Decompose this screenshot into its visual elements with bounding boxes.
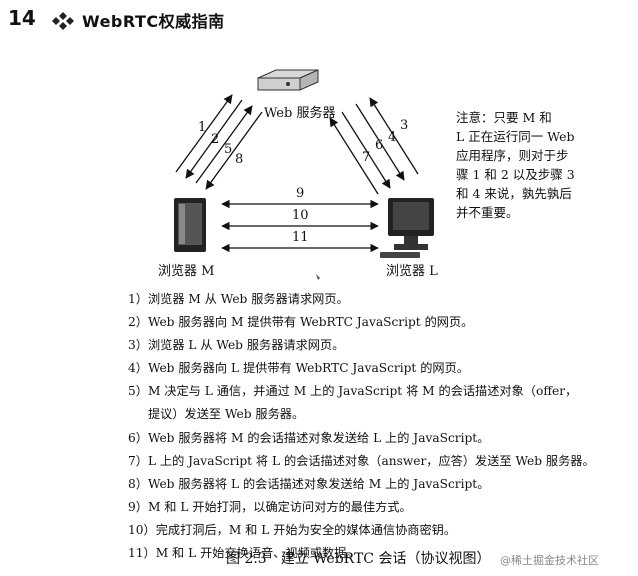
- page-number: 14: [8, 6, 36, 30]
- arrow-number-11: 11: [292, 230, 309, 245]
- note-line: 和 4 来说，孰先孰后: [456, 186, 572, 201]
- watermark: @稀土掘金技术社区: [500, 554, 599, 567]
- figure-caption: 图 2.3 建立 WebRTC 会话（协议视图）: [226, 551, 491, 567]
- side-note: 注意：只要 M 和 L 正在运行同一 Web 应用程序，则对于步 骤 1 和 2…: [456, 108, 631, 222]
- diamond-ornament-icon: [52, 12, 74, 30]
- right-arrow-bundle: [329, 97, 419, 195]
- arrow-number-7: 7: [362, 150, 371, 165]
- step-item: 8）Web 服务器将 L 的会话描述对象发送给 M 上的 JavaScript。: [128, 476, 490, 491]
- step-item: 11）M 和 L 开始交换语音、视频或数据。: [128, 546, 359, 561]
- browser-l-label: 浏览器 L: [386, 264, 438, 279]
- step-item: 3）浏览器 L 从 Web 服务器请求网页。: [128, 338, 345, 353]
- step-item: 5）M 决定与 L 通信，并通过 M 上的 JavaScript 将 M 的会话…: [128, 384, 578, 399]
- arrow-number-3: 3: [400, 118, 409, 133]
- note-line: 注意：只要 M 和: [456, 110, 552, 125]
- browser-m-device-icon: [174, 198, 206, 252]
- arrow-number-2: 2: [211, 132, 220, 147]
- note-line: 并不重要。: [456, 205, 519, 220]
- step-item: 10）完成打洞后，M 和 L 开始为安全的媒体通信协商密钥。: [128, 522, 457, 537]
- step-item: 4）Web 服务器向 L 提供带有 WebRTC JavaScript 的网页。: [128, 361, 469, 376]
- note-line: 应用程序，则对于步: [456, 148, 569, 163]
- middle-arrow-bundle: [221, 199, 379, 253]
- page-header: 14 WebRTC权威指南: [8, 6, 338, 32]
- browser-l-monitor-icon: [380, 198, 434, 258]
- left-arrow-bundle: [175, 94, 263, 190]
- arrow-number-9: 9: [296, 186, 305, 201]
- browser-m-label: 浏览器 M: [158, 264, 215, 279]
- arrow-number-5: 5: [224, 142, 233, 157]
- arrow-number-6: 6: [375, 138, 384, 153]
- step-item: 7）L 上的 JavaScript 将 L 的会话描述对象（answer，应答）…: [128, 453, 595, 468]
- protocol-diagram: Web 服务器 浏览器 M 浏览器 L 1 2 5 8 4 3 6 7 9 10…: [0, 40, 638, 290]
- step-item: 2）Web 服务器向 M 提供带有 WebRTC JavaScript 的网页。: [128, 315, 474, 330]
- arrow-number-4: 4: [388, 130, 397, 145]
- note-line: L 正在运行同一 Web: [456, 129, 575, 144]
- web-server-label: Web 服务器: [264, 106, 336, 121]
- arrow-number-8: 8: [235, 152, 244, 167]
- note-line: 骤 1 和 2 以及步骤 3: [456, 167, 575, 182]
- step-item: 1）浏览器 M 从 Web 服务器请求网页。: [128, 292, 349, 306]
- arrow-number-1: 1: [198, 120, 207, 135]
- step-item: 6）Web 服务器将 M 的会话描述对象发送给 L 上的 JavaScript。: [128, 430, 490, 445]
- step-list: 1）浏览器 M 从 Web 服务器请求网页。 2）Web 服务器向 M 提供带有…: [128, 288, 633, 565]
- web-server-icon: [257, 69, 319, 91]
- step-item-continuation: 提议）发送至 Web 服务器。: [148, 407, 305, 422]
- book-title: WebRTC权威指南: [82, 12, 225, 31]
- arrow-number-10: 10: [292, 208, 309, 223]
- diagram-canvas: [174, 69, 434, 280]
- step-item: 9）M 和 L 开始打洞，以确定访问对方的最佳方式。: [128, 499, 412, 514]
